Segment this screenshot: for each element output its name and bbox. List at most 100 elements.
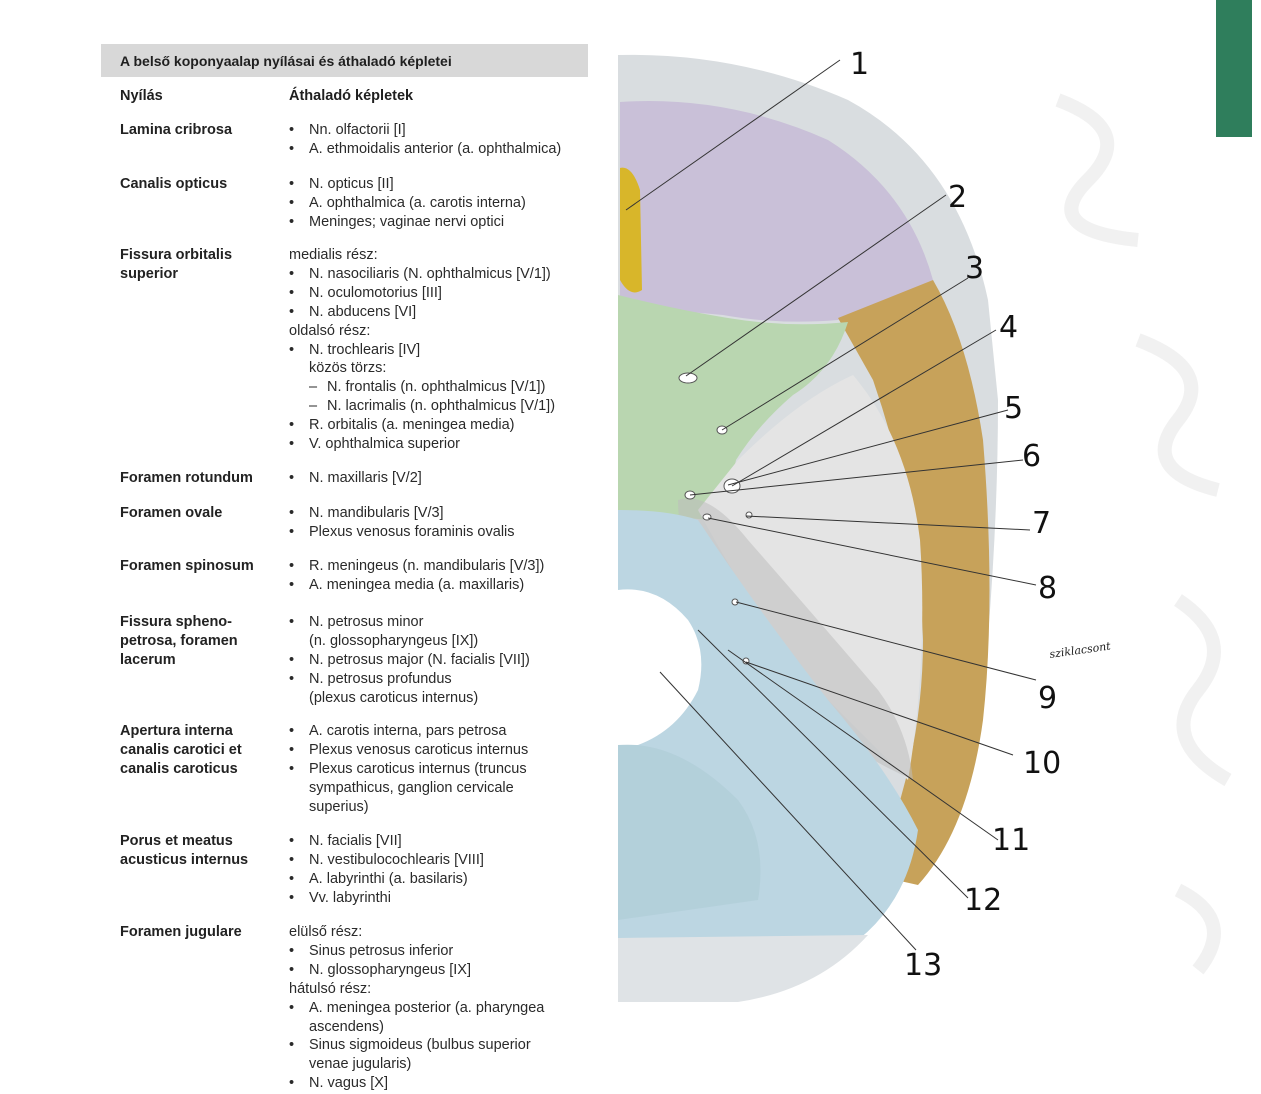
structure-item: R. meningeus (n. mandibularis [V/3]): [289, 557, 609, 576]
structure-item: N. facialis [VII]: [289, 832, 609, 851]
structure-item: N. petrosus profundus: [289, 670, 609, 689]
opening-name: Lamina cribrosa: [120, 121, 280, 140]
structure-item: superius): [309, 798, 369, 815]
structure-item: hátulsó rész:: [289, 980, 372, 997]
opening-name-line: canalis caroticus: [120, 760, 238, 777]
structures-list: N. facialis [VII]N. vestibulocochlearis …: [289, 832, 609, 908]
label-10: 10: [1023, 746, 1061, 781]
sphenoid-bone-region: [618, 295, 848, 520]
structures-list: medialis rész: N. nasociliaris (N. ophtha…: [289, 246, 609, 454]
structure-item: Sinus petrosus inferior: [289, 942, 609, 961]
opening-name: Canalis opticus: [120, 175, 280, 194]
structure-item: venae jugularis): [309, 1056, 412, 1073]
structure-item: N. abducens [VI]: [289, 303, 609, 322]
opening-name-line: Foramen jugulare: [120, 924, 242, 940]
label-2: 2: [948, 180, 967, 215]
opening-name: Apertura interna canalis carotici et canal…: [120, 722, 280, 779]
leader-lines: [625, 59, 1037, 951]
structure-item: Plexus venosus foraminis ovalis: [289, 523, 609, 542]
opening-name: Foramen ovale: [120, 504, 280, 523]
structures-list: A. carotis interna, pars petrosaPlexus v…: [289, 722, 609, 817]
opening-name-line: acusticus internus: [120, 851, 249, 868]
structure-item: N. petrosus major (N. facialis [VII]): [289, 651, 609, 670]
opening-name-line: Lamina cribrosa: [120, 122, 233, 138]
structure-item: A. ophthalmica (a. carotis interna): [289, 194, 609, 213]
structure-item: Sinus sigmoideus (bulbus superior: [289, 1036, 609, 1055]
opening-name: Fissura orbitalis superior: [120, 246, 280, 284]
structure-item: V. ophthalmica superior: [289, 435, 609, 454]
structure-item: A. carotis interna, pars petrosa: [289, 722, 609, 741]
structures-list: N. petrosus minor(n. glossopharyngeus [I…: [289, 613, 609, 708]
structure-item: Nn. olfactorii [I]: [289, 121, 609, 140]
opening-name: Foramen jugulare: [120, 923, 280, 942]
structure-item: N. trochlearis [IV]: [289, 341, 609, 360]
structure-item: N. nasociliaris (N. ophthalmicus [V/1]): [289, 265, 609, 284]
label-7: 7: [1032, 506, 1051, 541]
label-13: 13: [904, 948, 942, 983]
structures-list: R. meningeus (n. mandibularis [V/3])A. m…: [289, 557, 609, 595]
skull-base-figure: 1 2 3 4 5 6 7 8 9 10 11 12 13 sziklacson…: [618, 40, 1261, 1094]
opening-name-line: Fissura spheno-: [120, 614, 232, 630]
structure-item: sympathicus, ganglion cervicale: [309, 779, 514, 796]
structure-item: A. ethmoidalis anterior (a. ophthalmica): [289, 140, 609, 159]
opening-name-line: Fissura orbitalis: [120, 247, 233, 263]
structure-item: N. opticus [II]: [289, 175, 609, 194]
opening-name-line: superior: [120, 265, 179, 282]
opening-name-line: Foramen ovale: [120, 505, 223, 521]
label-6: 6: [1022, 439, 1041, 474]
structure-item: N. glossopharyngeus [IX]: [289, 961, 609, 980]
structure-item: medialis rész:: [289, 247, 378, 263]
opening-name-line: Apertura interna: [120, 723, 233, 739]
structure-item: N. frontalis (n. ophthalmicus [V/1]): [289, 378, 609, 397]
skull-lower-rim: [618, 935, 868, 1002]
structure-item: Vv. labyrinthi: [289, 889, 609, 908]
opening-name-line: Canalis opticus: [120, 176, 228, 192]
structure-item: A. meningea posterior (a. pharyngea: [289, 999, 609, 1018]
label-1: 1: [850, 47, 869, 82]
opening-name: Foramen rotundum: [120, 469, 280, 488]
structure-item: N. maxillaris [V/2]: [289, 469, 609, 488]
handwritten-note: sziklacsont: [1049, 639, 1112, 661]
structure-item: elülső rész:: [289, 924, 363, 940]
structure-item: oldalsó rész:: [289, 322, 371, 339]
label-8: 8: [1038, 571, 1057, 606]
label-4: 4: [999, 310, 1018, 345]
structures-list: N. opticus [II]A. ophthalmica (a. caroti…: [289, 175, 609, 232]
structure-item: N. vestibulocochlearis [VIII]: [289, 851, 609, 870]
structure-item: N. oculomotorius [III]: [289, 284, 609, 303]
opening-name-line: Foramen rotundum: [120, 470, 253, 486]
posterior-fossa-shade: [618, 744, 761, 920]
skull-base-illustration: 1 2 3 4 5 6 7 8 9 10 11 12 13 sziklacson…: [618, 47, 1232, 1002]
table-title: A belső koponyaalap nyílásai és áthaladó…: [101, 44, 588, 77]
structure-item: ascendens): [309, 1018, 384, 1035]
structure-item: (n. glossopharyngeus [IX]): [309, 632, 479, 649]
structure-item: (plexus caroticus internus): [309, 689, 479, 706]
structures-list: N. mandibularis [V/3]Plexus venosus fora…: [289, 504, 609, 542]
structure-item: N. petrosus minor: [289, 613, 609, 632]
structure-item: közös törzs:: [309, 360, 387, 377]
structure-item: A. labyrinthi (a. basilaris): [289, 870, 609, 889]
label-5: 5: [1004, 391, 1023, 426]
column-header-structures: Áthaladó képletek: [289, 88, 414, 104]
structure-item: A. meningea media (a. maxillaris): [289, 576, 609, 595]
structure-item: Plexus caroticus internus (truncus: [289, 760, 609, 779]
opening-name-line: canalis carotici et: [120, 741, 242, 758]
label-9: 9: [1038, 681, 1057, 716]
structure-item: R. orbitalis (a. meningea media): [289, 416, 609, 435]
structures-list: Nn. olfactorii [I]A. ethmoidalis anterio…: [289, 121, 609, 159]
figure-labels: 1 2 3 4 5 6 7 8 9 10 11 12 13 sziklacson…: [850, 47, 1112, 983]
background-sketch: [1055, 93, 1232, 975]
structure-item: Plexus venosus caroticus internus: [289, 741, 609, 760]
structure-item: N. lacrimalis (n. ophthalmicus [V/1]): [289, 397, 609, 416]
label-12: 12: [964, 883, 1002, 918]
frontal-bone-region: [620, 101, 933, 322]
foramen-magnum: [618, 589, 702, 745]
structure-item: N. vagus [X]: [289, 1074, 609, 1093]
structure-item: N. mandibularis [V/3]: [289, 504, 609, 523]
structure-item: Meninges; vaginae nervi optici: [289, 213, 609, 232]
column-header-opening: Nyílás: [120, 88, 163, 104]
opening-name-line: Foramen spinosum: [120, 558, 254, 574]
petrous-ridge: [678, 498, 913, 780]
